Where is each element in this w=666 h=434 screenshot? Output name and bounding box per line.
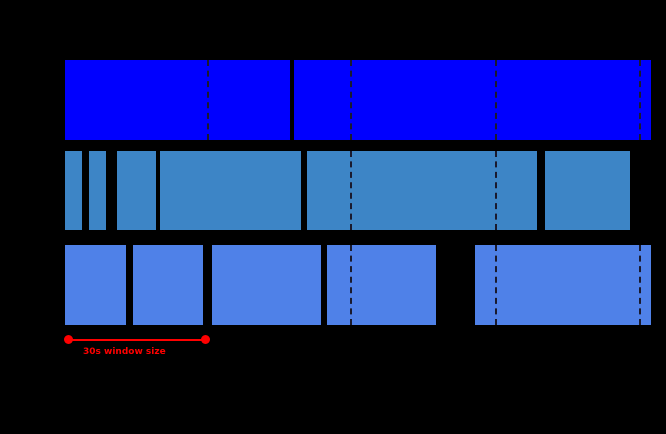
timeline-segment[interactable] xyxy=(212,245,321,325)
timeline-segment[interactable] xyxy=(307,151,537,230)
timeline-segment[interactable] xyxy=(475,245,651,325)
window-size-bar xyxy=(68,339,205,341)
timeline-segment[interactable] xyxy=(294,60,651,140)
timeline-segment[interactable] xyxy=(65,60,290,140)
timeline-segment[interactable] xyxy=(65,245,126,325)
timeline-segment[interactable] xyxy=(117,151,156,230)
timeline-segment[interactable] xyxy=(160,151,301,230)
timeline-segment[interactable] xyxy=(89,151,106,230)
timeline-segment[interactable] xyxy=(545,151,630,230)
timeline-segment[interactable] xyxy=(133,245,203,325)
window-size-start-dot xyxy=(64,335,73,344)
window-size-label: 30s window size xyxy=(83,347,166,357)
timeline-segment[interactable] xyxy=(327,245,436,325)
timeline-segment[interactable] xyxy=(65,151,82,230)
window-size-end-dot xyxy=(201,335,210,344)
